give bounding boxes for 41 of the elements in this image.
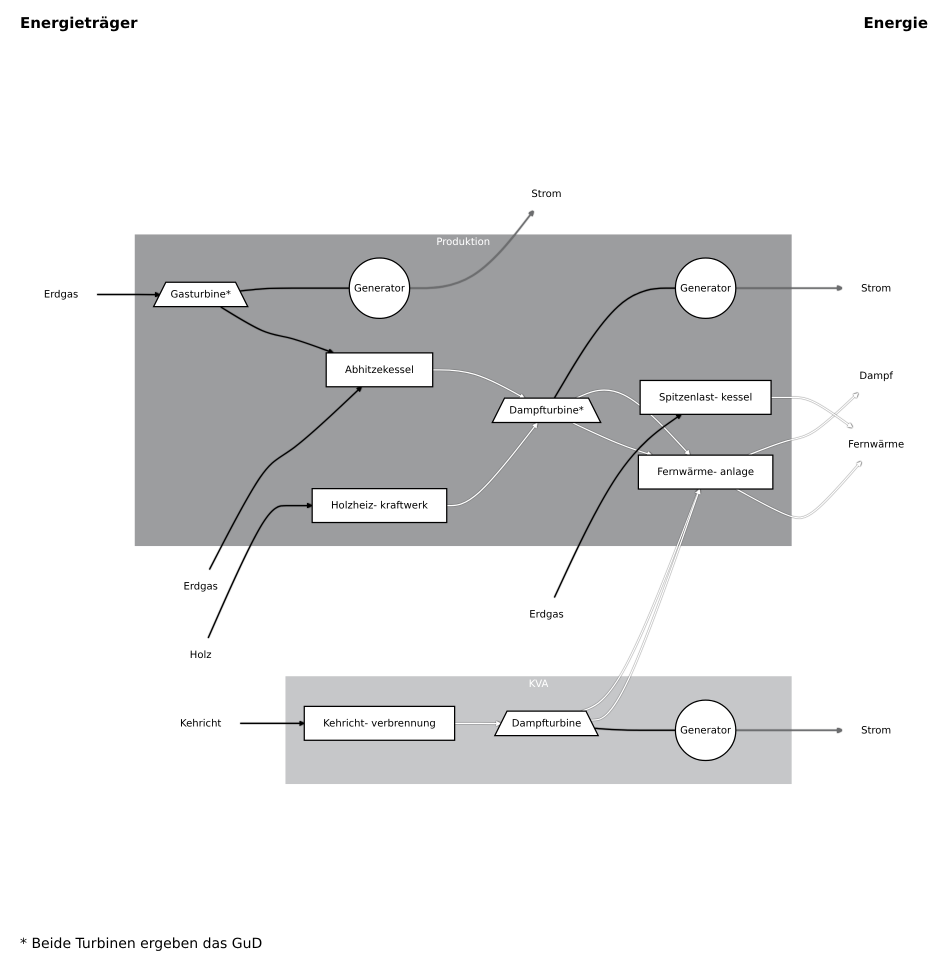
arrow bbox=[554, 414, 682, 598]
node-text: Erdgas bbox=[44, 288, 78, 301]
connector bbox=[554, 288, 676, 400]
arrow bbox=[572, 422, 652, 457]
node-text: Erdgas bbox=[183, 580, 218, 593]
node-text: Dampf bbox=[859, 370, 893, 382]
arrow bbox=[736, 286, 842, 292]
arrow bbox=[446, 423, 538, 507]
node-text: Erdgas bbox=[529, 608, 564, 621]
node-box: Fernwärme- anlage bbox=[638, 454, 774, 490]
arrow bbox=[575, 390, 690, 456]
node-text: Strom bbox=[861, 282, 892, 294]
footnote: * Beide Turbinen ergeben das GuD bbox=[20, 936, 264, 952]
node-box: Holzheiz- kraftwerk bbox=[312, 488, 448, 524]
arrow bbox=[220, 306, 334, 354]
node-circle: Generator bbox=[674, 700, 736, 762]
arrow bbox=[454, 721, 502, 727]
node-box: Spitzenlast- kessel bbox=[640, 380, 772, 416]
arrow bbox=[240, 721, 305, 727]
node-text: Kehricht bbox=[180, 718, 222, 730]
node-circle: Generator bbox=[674, 258, 736, 320]
arrow bbox=[748, 393, 858, 456]
arrow bbox=[771, 397, 853, 428]
connector bbox=[594, 728, 676, 732]
arrow bbox=[208, 387, 362, 570]
column-heading: Energie bbox=[863, 14, 928, 32]
arrow bbox=[410, 211, 534, 290]
column-heading: Energieträger bbox=[20, 14, 138, 32]
node-circle: Generator bbox=[348, 258, 410, 320]
node-text: Holz bbox=[190, 649, 212, 662]
node-text: Strom bbox=[861, 724, 892, 736]
arrow bbox=[208, 503, 312, 639]
connector bbox=[240, 288, 350, 292]
arrow bbox=[432, 370, 525, 400]
arrow bbox=[736, 728, 842, 734]
arrow bbox=[97, 292, 160, 298]
node-box: Abhitzekessel bbox=[326, 352, 434, 388]
node-text: Fernwärme bbox=[848, 438, 904, 451]
node-text: Strom bbox=[531, 188, 562, 200]
arrow bbox=[736, 462, 862, 519]
node-box: Kehricht- verbrennung bbox=[304, 706, 456, 742]
